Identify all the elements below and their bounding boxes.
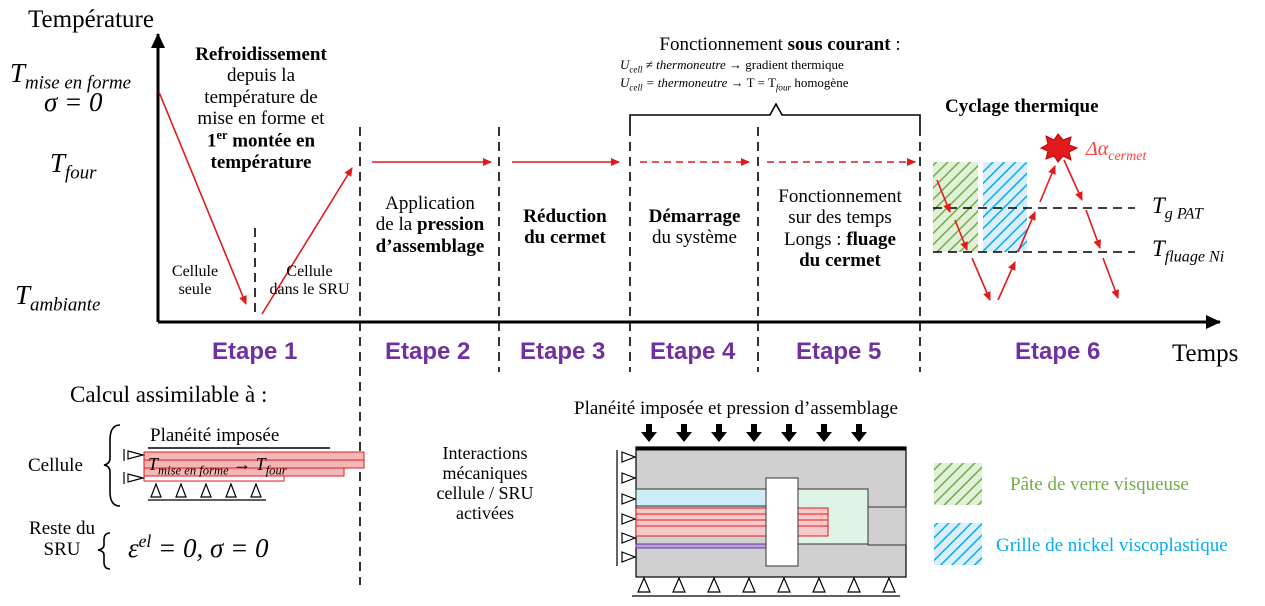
assembly-bottom-supports	[632, 576, 900, 597]
stage5-description: Fonctionnement sur des temps Longs : flu…	[778, 186, 902, 271]
glass-zone	[933, 162, 978, 252]
stage4-description: Démarrage du système	[648, 206, 741, 249]
reste-brace	[97, 532, 111, 570]
calc-planeite: Planéité imposée	[150, 425, 280, 446]
stage-label-5: Etape 5	[796, 338, 882, 365]
operation-line1: Ucell ≠ thermoneutre → gradient thermiqu…	[620, 57, 844, 75]
stage-label-1: Etape 1	[212, 338, 298, 365]
stage-label-6: Etape 6	[1015, 338, 1101, 365]
legend-glass-label: Pâte de verre visqueuse	[1010, 474, 1189, 495]
tg-pat-label: Tg PAT	[1152, 193, 1203, 223]
bottom-supports-small	[148, 482, 266, 501]
operation-brace	[629, 102, 921, 127]
cycling-path	[936, 159, 1119, 301]
calc-title: Calcul assimilable à :	[70, 382, 268, 407]
assembly-cell-layers	[635, 507, 829, 549]
assembly-title: Planéité imposée et pression d’assemblag…	[574, 398, 898, 419]
x-axis-label: Temps	[1172, 340, 1239, 367]
calc-temperature-change: Tmise en forme → Tfour	[148, 454, 287, 478]
interactions-text: Interactions mécaniques cellule / SRU ac…	[436, 443, 534, 524]
cellule-brace	[103, 424, 121, 507]
level-four: Tfour	[50, 148, 97, 184]
calc-epsilon: εel = 0, σ = 0	[128, 531, 269, 563]
stage3-description: Réduction du cermet	[523, 206, 607, 249]
temperature-path	[158, 91, 916, 315]
operation-line2: Ucell = thermoneutre → T = Tfour homogèn…	[620, 75, 849, 93]
stage-label-3: Etape 3	[520, 338, 606, 365]
tfluage-label: Tfluage Ni	[1152, 236, 1225, 266]
level-sigma: σ = 0	[44, 87, 103, 117]
legend-glass-swatch	[934, 463, 982, 505]
legend-nickel-label: Grille de nickel viscoplastique	[996, 535, 1228, 556]
stage-separators	[254, 127, 921, 585]
assembly-left-supports	[616, 450, 637, 566]
burst-icon	[1039, 133, 1079, 163]
operation-title: Fonctionnement sous courant :	[659, 34, 901, 55]
calc-cellule: Cellule	[28, 455, 83, 476]
left-supports	[123, 449, 146, 484]
nickel-zone	[983, 162, 1027, 252]
level-ambiante: Tambiante	[15, 280, 101, 316]
stage6-title: Cyclage thermique	[945, 96, 1099, 117]
level-mise-en-forme: Tmise en forme	[10, 58, 132, 94]
delta-alpha-label: Δαcermet	[1086, 138, 1147, 164]
assembly-diagram	[616, 424, 907, 597]
stage1-description: Refroidissement depuis la température de…	[195, 44, 327, 173]
stage-label-2: Etape 2	[385, 338, 471, 365]
legend-nickel-swatch	[934, 523, 982, 565]
stage-label-4: Etape 4	[650, 338, 736, 365]
y-axis-label: Température	[28, 6, 154, 33]
pressure-arrows	[641, 424, 867, 442]
stage2-description: Application de la pression d’assemblage	[375, 193, 485, 257]
cell-layers	[143, 451, 365, 482]
